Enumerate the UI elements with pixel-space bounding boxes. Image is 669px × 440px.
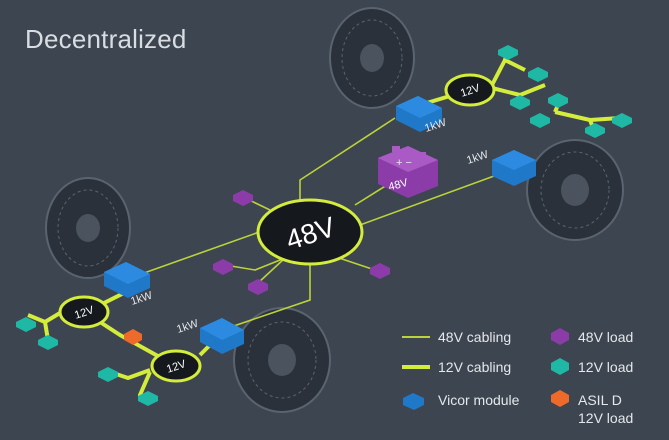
module-label-rear-right: 1kW (465, 148, 490, 166)
wheel-rear-left (329, 7, 415, 109)
legend-vicor-module-swatch (403, 393, 424, 410)
page-title: Decentralized (25, 24, 187, 54)
converter-12v-front-left-label: 12V (73, 304, 96, 322)
legend-48v-load-label: 48V load (578, 329, 634, 345)
load-12v-2 (528, 67, 548, 82)
legend-12v-load-label: 12V load (578, 359, 634, 375)
legend-12v-cabling-label: 12V cabling (438, 359, 512, 375)
converter-12v-front-right: 12V (150, 349, 202, 383)
converter-12v-front-left: 12V (58, 295, 110, 329)
converter-12v-rear-label: 12V (459, 82, 482, 100)
load-12v-3 (510, 95, 530, 110)
asil-load (124, 329, 142, 345)
converter-12v-front-right-label: 12V (165, 358, 188, 376)
battery-label: 48V (387, 177, 410, 194)
wheel-rear-right (526, 139, 624, 241)
legend-vicor-module-label: Vicor module (438, 392, 520, 408)
battery-48v: + − 48V (378, 146, 438, 198)
module-label-front-right: 1kW (175, 317, 200, 335)
loads-12v (16, 45, 632, 406)
battery-signs: + − (396, 157, 412, 169)
vicor-module-rear-left (396, 96, 442, 132)
load-12v-1 (498, 45, 518, 60)
legend (402, 328, 569, 410)
load-12v-4 (548, 93, 568, 108)
wheel-front-left (45, 177, 131, 279)
vicor-module-front-left (104, 262, 150, 298)
legend-48v-load-swatch (551, 328, 569, 345)
loads-48v (213, 190, 390, 295)
load-12v-10 (98, 367, 118, 382)
load-48v-1 (233, 190, 253, 206)
legend-12v-load-swatch (551, 358, 569, 375)
legend-asil-load-label-line1: ASIL D (578, 392, 622, 408)
wheel-front-right (233, 307, 331, 413)
load-12v-5 (530, 113, 550, 128)
load-12v-6 (612, 113, 632, 128)
load-48v-3 (248, 279, 268, 295)
vicor-module-rear-right (492, 150, 536, 186)
converter-12v-rear: 12V (444, 73, 496, 107)
load-48v-4 (370, 263, 390, 279)
vicor-module-front-right (200, 318, 244, 354)
load-48v-2 (213, 259, 233, 275)
legend-asil-load-swatch (551, 390, 569, 407)
legend-48v-cabling-label: 48V cabling (438, 329, 512, 345)
load-12v-11 (138, 391, 158, 406)
load-12v-7 (585, 123, 605, 138)
load-12v-9 (38, 335, 58, 350)
legend-asil-load-label-line2: 12V load (578, 410, 634, 426)
load-12v-8 (16, 317, 36, 332)
hub-48v: 48V (256, 198, 364, 266)
